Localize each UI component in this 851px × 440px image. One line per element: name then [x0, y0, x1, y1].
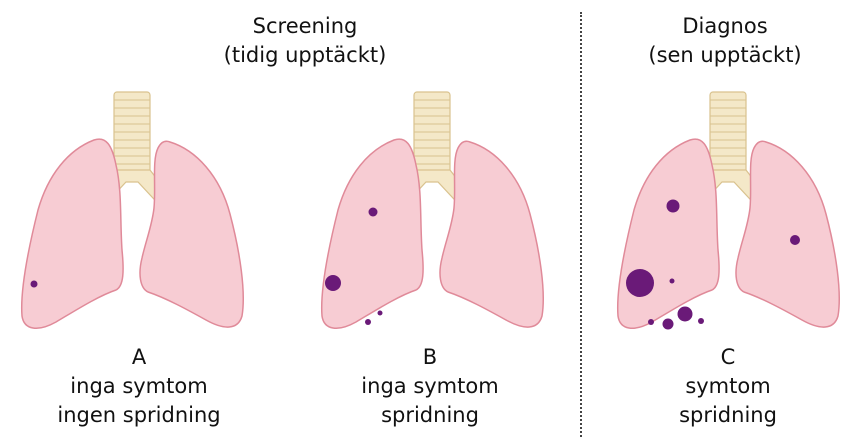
tumor-medium [667, 200, 680, 213]
lungs-panel-c [618, 92, 840, 330]
caption-a-line2: ingen spridning [19, 401, 259, 430]
caption-b-label: B [310, 343, 550, 372]
tumor-dot [369, 208, 378, 217]
caption-a-line1: inga symtom [19, 372, 259, 401]
caption-c-line2: spridning [608, 401, 848, 430]
caption-b-line2: spridning [310, 401, 550, 430]
metastasis-dot [663, 319, 674, 330]
metastasis-dot [365, 319, 371, 325]
metastasis-dot [378, 311, 383, 316]
caption-b: B inga symtom spridning [310, 343, 550, 430]
caption-a-label: A [19, 343, 259, 372]
lungs-b [322, 92, 544, 328]
caption-b-line1: inga symtom [310, 372, 550, 401]
tumor-dot [31, 281, 38, 288]
tumor-large [325, 275, 341, 291]
lungs-c [618, 92, 840, 328]
metastasis-dot [648, 319, 654, 325]
caption-c-line1: symtom [608, 372, 848, 401]
caption-c: C symtom spridning [608, 343, 848, 430]
caption-c-label: C [608, 343, 848, 372]
metastasis-dot [698, 318, 704, 324]
caption-a: A inga symtom ingen spridning [19, 343, 259, 430]
lungs-panel-a [22, 92, 244, 328]
tumor-dot [670, 279, 675, 284]
tumor-dot-right [790, 235, 800, 245]
tumor-large [626, 269, 654, 297]
lungs-panel-b [322, 92, 544, 328]
metastasis-dot [678, 307, 693, 322]
lungs-a [22, 92, 244, 328]
